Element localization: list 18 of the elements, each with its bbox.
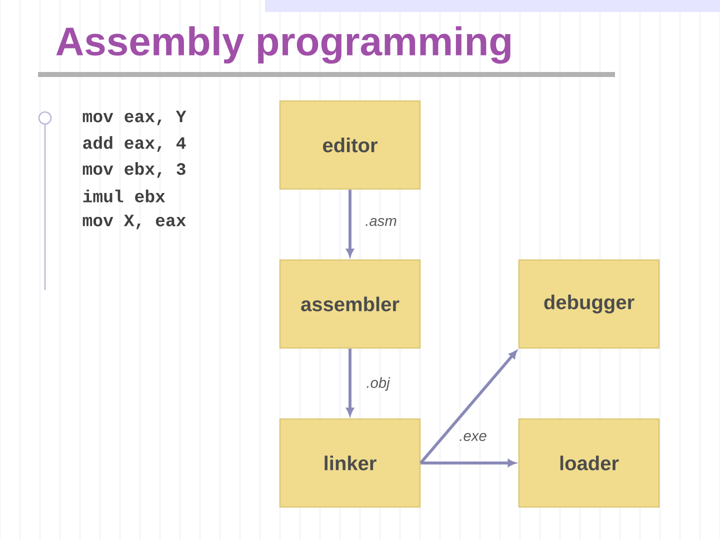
process-box: loader <box>518 418 660 508</box>
arrow <box>420 459 516 467</box>
arrow <box>420 350 517 464</box>
edge-label: .asm <box>364 216 398 228</box>
process-box: linker <box>279 418 421 508</box>
process-box: editor <box>279 100 421 190</box>
edge-label: .obj <box>364 376 392 392</box>
edge-label: .exe <box>458 432 488 442</box>
code-line: mov ebx, 3 <box>82 162 186 178</box>
title: Assembly programming <box>56 26 510 64</box>
arrow <box>346 348 354 416</box>
code-line: mov eax, Y <box>82 110 186 126</box>
process-box: debugger <box>518 259 660 349</box>
code-line: add eax, 4 <box>83 136 186 152</box>
code-line: imul ebx <box>83 190 166 202</box>
arrow <box>346 190 354 257</box>
code-line: mov X, eax <box>82 214 186 230</box>
process-box: assembler <box>279 259 421 349</box>
